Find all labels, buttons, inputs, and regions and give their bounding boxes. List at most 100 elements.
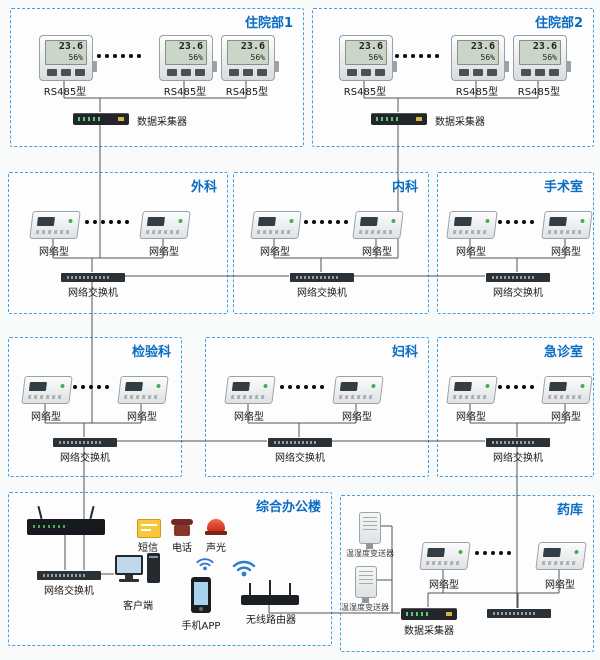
switch-label: 网络交换机 [60, 453, 110, 464]
zone-title: 手术室 [543, 180, 583, 195]
device-screen [453, 382, 472, 391]
zone-title: 内科 [391, 180, 418, 195]
data-collector-device [371, 113, 427, 125]
lcd-temp: 23.6 [178, 41, 203, 52]
device-type-label: 网络型 [545, 580, 575, 591]
status-led [485, 219, 490, 223]
device-type-label: 网络型 [149, 247, 179, 258]
network-logger-device [139, 211, 191, 239]
wireless-router-device [241, 580, 299, 605]
zone-title: 外科 [190, 180, 217, 195]
device-buttons [521, 69, 559, 76]
alarm-server-device [27, 519, 105, 535]
zone-title: 检验科 [131, 345, 171, 360]
wifi-signal-icon [232, 560, 256, 577]
device-type-label: 网络型 [31, 412, 61, 423]
sound-light-alarm-icon [205, 519, 227, 536]
device-buttons [459, 69, 497, 76]
network-switch-device [487, 609, 551, 618]
client-computer [115, 553, 161, 585]
ellipsis-dots [395, 53, 439, 59]
device-type-label: 网络型 [127, 412, 157, 423]
device-buttons [167, 69, 205, 76]
zone-title: 住院部1 [244, 16, 293, 31]
collector-label: 数据采集器 [404, 626, 454, 637]
device-screen [453, 217, 472, 226]
network-logger-device [352, 211, 404, 239]
network-logger-device [541, 376, 593, 404]
transmitter-label: 温湿度变送器 [341, 603, 389, 612]
ellipsis-dots [498, 384, 534, 390]
status-led [458, 550, 463, 554]
network-switch-device [290, 273, 354, 282]
status-led [485, 384, 490, 388]
device-vents [230, 395, 267, 399]
collector-label: 数据采集器 [435, 117, 485, 128]
zone-title: 综合办公楼 [255, 500, 321, 515]
device-screen [257, 217, 276, 226]
smartphone-device [191, 577, 211, 613]
device-screen [231, 382, 250, 391]
device-buttons [229, 69, 267, 76]
device-screen [359, 217, 378, 226]
network-switch-device [61, 273, 125, 282]
network-logger-device [29, 211, 81, 239]
network-logger-device [332, 376, 384, 404]
data-collector-device [73, 113, 129, 125]
ellipsis-dots [73, 384, 109, 390]
zone-operating-room: 手术室 网络型 网络型 网络交换机 [437, 172, 594, 314]
device-type-label: 网络型 [234, 412, 264, 423]
sensor-probe [274, 61, 279, 72]
device-vents [425, 561, 462, 565]
zone-title: 药库 [556, 503, 583, 518]
zone-emergency: 急诊室 网络型 网络型 网络交换机 [437, 337, 594, 477]
device-vents [358, 230, 395, 234]
ellipsis-dots [475, 550, 511, 556]
status-led [371, 384, 376, 388]
lcd-temp: 23.6 [532, 41, 557, 52]
sensor-probe [212, 61, 217, 72]
temp-humidity-transmitter [355, 566, 377, 603]
device-type-label: RS485型 [517, 87, 561, 98]
ellipsis-dots [304, 219, 348, 225]
zone-gynecology: 妇科 网络型 网络型 网络交换机 [205, 337, 429, 477]
network-logger-device [541, 211, 593, 239]
sms-label: 短信 [138, 543, 158, 554]
status-led [60, 384, 65, 388]
device-vents [541, 561, 578, 565]
collector-label: 数据采集器 [137, 117, 187, 128]
device-type-label: RS485型 [163, 87, 207, 98]
switch-label: 网络交换机 [44, 586, 94, 597]
phone-label: 电话 [172, 543, 192, 554]
zone-surgery: 外科 网络型 网络型 网络交换机 [8, 172, 228, 314]
switch-label: 网络交换机 [297, 288, 347, 299]
lcd-humidity: 56% [542, 53, 557, 62]
device-type-label: RS485型 [43, 87, 87, 98]
network-logger-device [250, 211, 302, 239]
device-type-label: RS485型 [455, 87, 499, 98]
zone-pharmacy: 药库 温湿度变送器 温湿度变送器 网络型 网络型 数据采集器 [340, 495, 594, 652]
device-vents [145, 230, 182, 234]
network-logger-device [117, 376, 169, 404]
device-type-label: 网络型 [456, 412, 486, 423]
device-vents [256, 230, 293, 234]
zone-office-building: 综合办公楼 短信 电话 声光 网络交换机 客户端 手机APP 无线路由器 [8, 492, 332, 646]
zone-title: 住院部2 [534, 16, 583, 31]
device-screen [28, 382, 47, 391]
switch-label: 网络交换机 [493, 288, 543, 299]
sms-icon [137, 519, 161, 538]
network-switch-device [53, 438, 117, 447]
sensor-probe [92, 61, 97, 72]
ellipsis-dots [498, 219, 534, 225]
data-collector-device [401, 608, 457, 620]
sensor-probe [504, 61, 509, 72]
lcd-humidity: 56% [480, 53, 495, 62]
network-logger-device [535, 542, 587, 570]
